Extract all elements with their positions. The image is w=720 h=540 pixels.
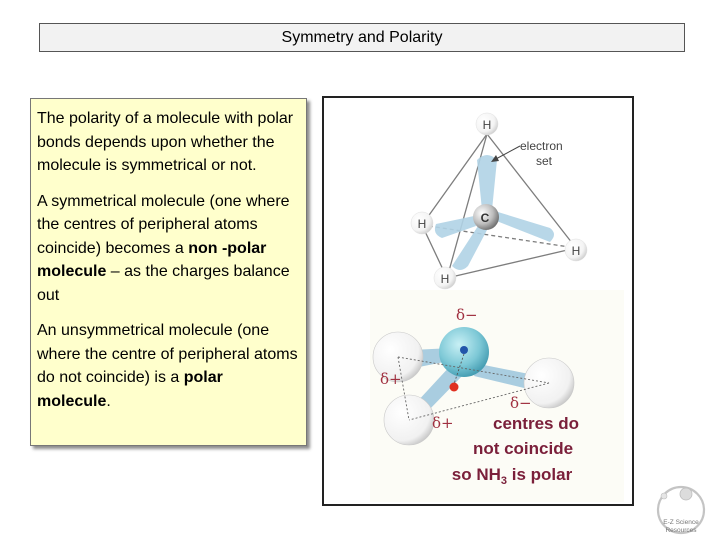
hydrogen-atom-right — [564, 238, 588, 262]
electron-set-lobe — [477, 155, 497, 210]
logo-ring — [656, 485, 706, 535]
hydrogen-atom-left — [410, 211, 434, 235]
publisher-logo: E-Z Science Resources — [656, 485, 706, 535]
delta-plus-label: δ+ — [380, 370, 402, 388]
hydrogen-label: H — [483, 118, 492, 132]
logo-text-line2: Resources — [665, 527, 697, 534]
peripheral-centre-dot — [449, 382, 459, 392]
p2-text-start: A symmetrical molecule (one where the ce… — [37, 192, 290, 257]
hydrogen-atom-bottom — [433, 266, 457, 290]
p2-bold-term: non -polar molecule — [37, 239, 267, 281]
electron-set-lobe — [434, 216, 476, 238]
tetra-edge — [446, 247, 577, 279]
electron-set-lobe — [452, 226, 487, 270]
pointer-arrowhead — [491, 155, 499, 162]
caption-subscript: 3 — [501, 475, 507, 487]
tetra-edge — [421, 133, 488, 226]
tetra-edge-hidden — [421, 224, 577, 249]
nitrogen-centre-dot — [460, 346, 468, 354]
electron-set-label: set — [536, 154, 553, 168]
molecule-figure: H H H H C electron set δ− — [370, 112, 624, 502]
p2-text-end: – as the charges balance out — [37, 263, 290, 304]
logo-ball — [679, 487, 693, 501]
caption-formula-suffix: is polar — [507, 465, 573, 484]
paragraph-symmetrical: A symmetrical molecule (one where the ce… — [37, 190, 300, 308]
p1-text: The polarity of a molecule with polar bo… — [37, 110, 294, 174]
slide-title: Symmetry and Polarity — [39, 23, 685, 52]
caption-line-3: so NH3 is polar — [452, 465, 573, 487]
tetra-edge — [486, 133, 577, 249]
delta-minus-label-lower: δ− — [510, 394, 532, 412]
logo-ball — [660, 492, 668, 500]
p3-text-start: An unsymmetrical molecule (one where the… — [37, 322, 298, 386]
methane-tetrahedron: H H H H C electron set — [410, 112, 588, 290]
caption-line-2: not coincide — [473, 439, 573, 458]
delta-minus-label: δ− — [456, 306, 478, 324]
peripheral-triangle-edge — [408, 382, 550, 421]
paragraph-polarity-intro: The polarity of a molecule with polar bo… — [37, 107, 300, 178]
caption-line-1: centres do — [493, 414, 579, 433]
hydrogen-label: H — [572, 244, 581, 258]
n-h-bond — [416, 364, 464, 412]
caption-formula-prefix: so NH — [452, 465, 501, 484]
hydrogen-label: H — [441, 272, 450, 286]
paragraph-unsymmetrical: An unsymmetrical molecule (one where the… — [37, 319, 300, 413]
peripheral-triangle-edge — [397, 356, 550, 384]
slide-title-text: Symmetry and Polarity — [281, 28, 443, 46]
carbon-label: C — [481, 211, 490, 225]
carbon-atom — [473, 204, 499, 230]
hydrogen-atom-top — [475, 112, 499, 136]
centre-offset-line — [453, 353, 465, 385]
electron-set-lobe — [494, 212, 554, 242]
n-h-bond — [474, 364, 529, 388]
electron-set-pointer — [493, 145, 521, 161]
ammonia-diagram: δ− δ+ δ+ δ− centres do not coincide so N… — [370, 290, 624, 502]
delta-plus-label: δ+ — [432, 414, 454, 432]
electron-set-label: electron — [520, 139, 563, 153]
p3-bold-term: polar molecule — [37, 369, 223, 410]
peripheral-triangle-edge — [397, 356, 410, 421]
logo-text-line1: E-Z Science — [663, 519, 699, 526]
molecule-figure-frame: H H H H C electron set δ− — [322, 96, 634, 506]
hydrogen-label: H — [418, 217, 427, 231]
explanation-text-box: The polarity of a molecule with polar bo… — [30, 98, 307, 446]
p3-text-end: . — [106, 392, 111, 410]
